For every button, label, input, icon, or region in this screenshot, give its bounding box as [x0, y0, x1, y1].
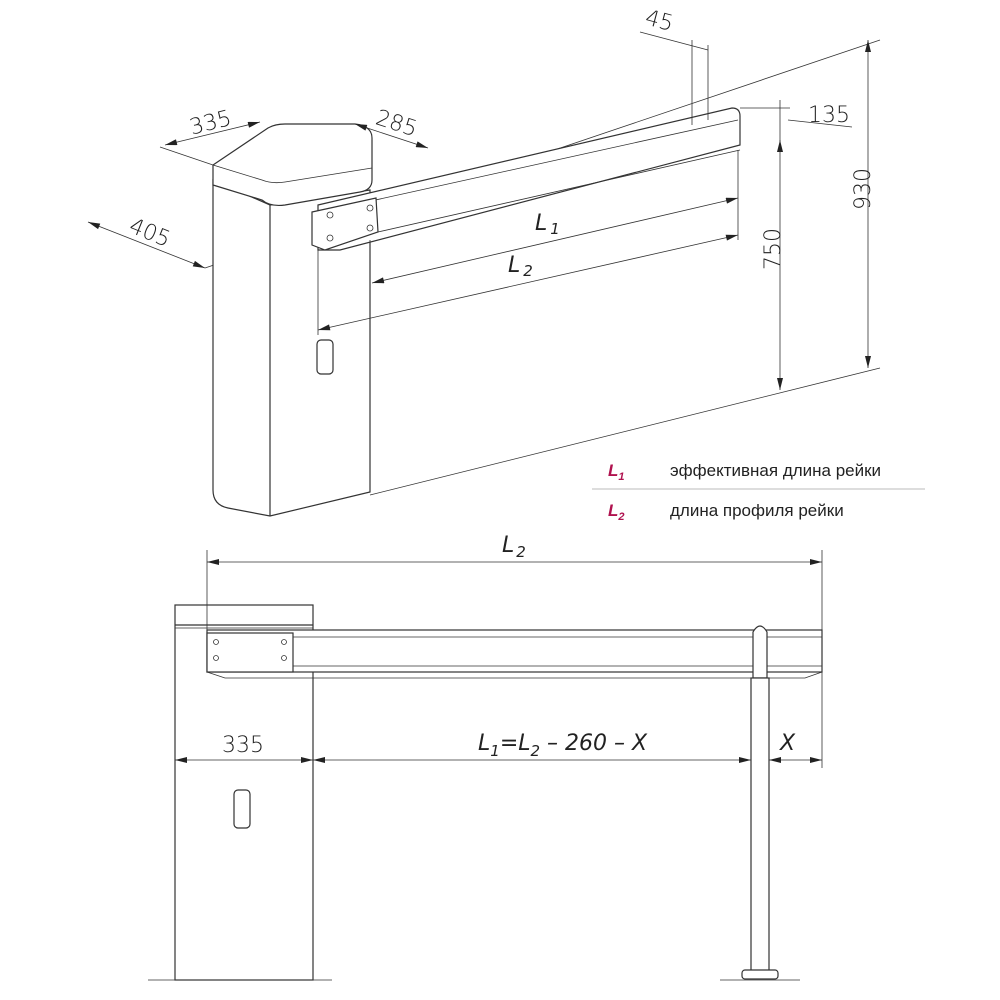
- bolt: [326, 211, 334, 219]
- arm-bottom: [206, 671, 823, 679]
- support-post: [750, 677, 770, 973]
- bolt: [213, 655, 219, 661]
- dim-335: 335: [187, 106, 234, 140]
- dim-750: 750: [761, 228, 786, 270]
- legend-key-l1: L1: [608, 461, 625, 483]
- card-reader: [316, 339, 334, 375]
- dim-line-405: [87, 221, 206, 269]
- card-reader: [233, 789, 251, 829]
- support-foot: [741, 969, 779, 980]
- dim-line-45: [639, 31, 709, 51]
- bolt: [281, 639, 287, 645]
- legend-key-l2: L2: [608, 501, 625, 523]
- dim-45: 45: [642, 6, 676, 37]
- arm-line: [329, 119, 739, 211]
- legend: L1 эффективная длина рейки L2 длина проф…: [592, 461, 925, 523]
- dim-285: 285: [373, 106, 421, 143]
- cap-edge: [212, 164, 373, 184]
- support-post-top: [752, 625, 768, 679]
- dim-930: 930: [851, 168, 876, 210]
- dim-135: 135: [808, 103, 850, 128]
- leader-line: [787, 119, 853, 128]
- ground-line: [369, 367, 881, 496]
- dim-line-285: [354, 123, 429, 149]
- mounting-plate: [206, 632, 294, 673]
- dim-x: X: [779, 731, 796, 756]
- formula-l1: L1=L2 – 260 – X: [478, 731, 648, 760]
- dim-line-l2: [317, 234, 739, 331]
- legend-text-l1: эффективная длина рейки: [670, 461, 881, 480]
- extension-line: [159, 146, 214, 166]
- legend-text-l2: длина профиля рейки: [670, 501, 844, 520]
- bolt: [213, 639, 219, 645]
- dim-405: 405: [125, 214, 173, 253]
- dim-335: 335: [222, 733, 264, 758]
- dim-line-335: [164, 121, 261, 146]
- bolt: [281, 655, 287, 661]
